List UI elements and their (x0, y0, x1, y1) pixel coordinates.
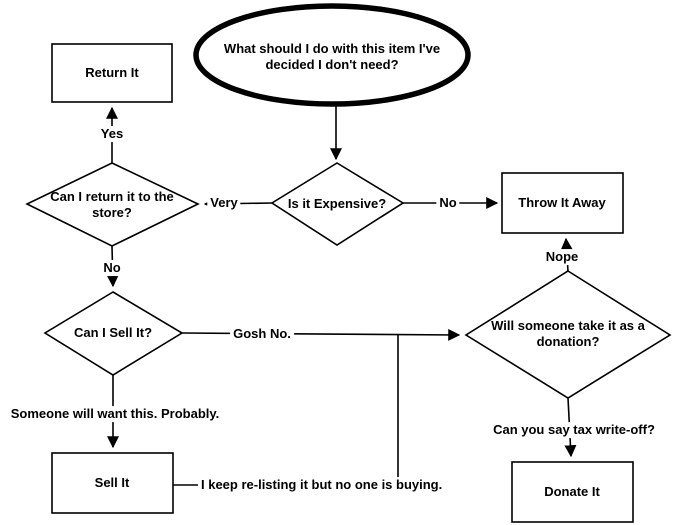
edge-label-re-listing: I keep re-listing it but no one is buyin… (198, 477, 446, 493)
edge-label-someone-will-want: Someone will want this. Probably. (7, 406, 223, 422)
node-sell-it-shape (51, 452, 174, 514)
node-can-return-label: Can I return it to the store? (50, 189, 174, 220)
node-can-return-shape (25, 162, 200, 247)
edge-label-gosh-no: Gosh No. (230, 326, 294, 342)
node-return-it-label: Return It (85, 65, 139, 81)
node-will-donate-label: Will someone take it as a donation? (491, 318, 645, 349)
edge-label-tax-write-off: Can you say tax write-off? (490, 422, 658, 438)
node-sell-it-label: Sell It (94, 475, 130, 491)
node-can-sell-shape (43, 291, 184, 376)
node-donate-it-label: Donate It (544, 484, 600, 500)
node-is-expensive-shape (270, 162, 405, 246)
edge-can-sell-to-donation (181, 328, 461, 341)
node-throw-away-label: Throw It Away (518, 195, 606, 211)
edge-label-no-expensive: No (436, 195, 460, 211)
edge-label-no-return: No (100, 260, 124, 276)
edge-label-yes: Yes (97, 126, 127, 142)
edge-label-nope: Nope (542, 249, 582, 265)
node-donate-it-shape (511, 461, 634, 523)
node-start-label: What should I do with this item I've dec… (223, 41, 441, 72)
node-return-it-shape (51, 43, 173, 103)
node-is-expensive-label: Is it Expensive? (287, 196, 387, 212)
edge-label-very: Very (207, 195, 241, 211)
node-throw-away-shape (501, 172, 624, 234)
node-can-sell-label: Can I Sell It? (73, 325, 153, 341)
node-will-donate-shape (464, 270, 672, 399)
node-start-shape (193, 3, 471, 107)
